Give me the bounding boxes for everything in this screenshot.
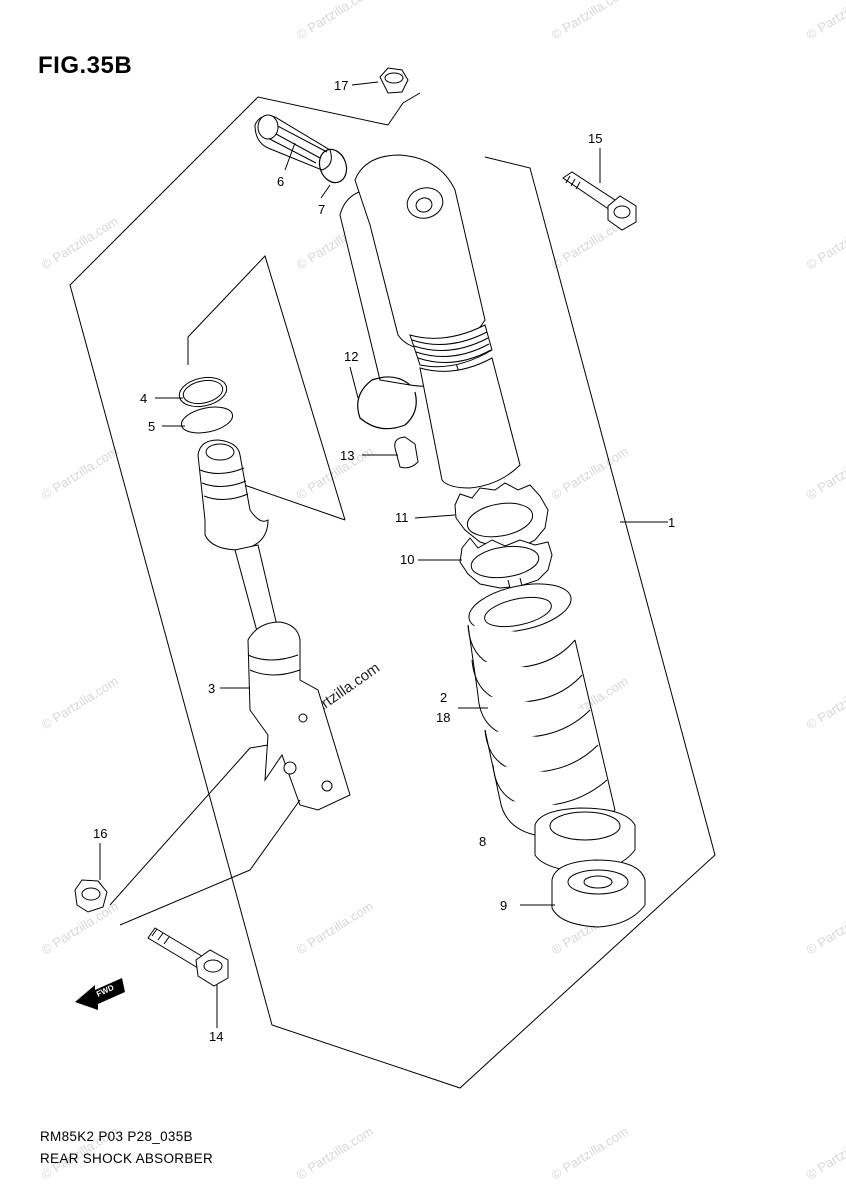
watermark-text: © Partzilla.com — [39, 443, 121, 502]
assembly-outline-1 — [69, 92, 716, 1089]
part-7-ring — [318, 148, 348, 184]
part-2-spring — [467, 583, 616, 837]
callout-1: 1 — [668, 515, 675, 530]
part-17-nut — [379, 67, 409, 94]
callout-13: 13 — [340, 448, 354, 463]
watermark-text: © Partzilla.com — [804, 443, 846, 502]
part-16-nut — [74, 879, 108, 913]
callout-7: 7 — [318, 202, 325, 217]
callout-17: 17 — [334, 78, 348, 93]
watermark-text: © Partzilla.com — [804, 898, 846, 957]
callout-15: 15 — [588, 131, 602, 146]
part-3-rod-assembly — [197, 439, 351, 811]
callout-6: 6 — [277, 174, 284, 189]
watermark-text: © Partzilla.com — [804, 213, 846, 272]
part-9-stopper-plate — [551, 859, 646, 928]
callout-5: 5 — [148, 419, 155, 434]
part-8-spring-seat — [534, 807, 636, 873]
part-13-valve — [394, 436, 419, 469]
part-5-o-ring — [180, 406, 234, 434]
figure-caption: REAR SHOCK ABSORBER — [40, 1151, 213, 1166]
callout-16: 16 — [93, 826, 107, 841]
watermark-text: © Partzilla.com — [294, 0, 376, 43]
watermark-text: © Partzilla.com — [804, 0, 846, 43]
part-11-lock-ring — [454, 482, 549, 549]
fwd-arrow-icon: FWD — [75, 978, 125, 1010]
callout-18: 18 — [436, 710, 450, 725]
watermark-text: © Partzilla.com — [294, 443, 376, 502]
figure-title: FIG.35B — [38, 52, 133, 79]
part-14-bolt — [147, 927, 229, 987]
callout-2: 2 — [440, 690, 447, 705]
callout-4: 4 — [140, 391, 147, 406]
part-15-bolt — [562, 171, 637, 231]
part-6-bump-cap — [254, 114, 332, 171]
callout-labels: 17 15 6 7 12 4 5 13 11 1 10 3 2 18 16 8 … — [93, 78, 675, 1044]
watermark-text: © Partzilla.com — [39, 213, 121, 272]
figure-code: RM85K2 P03 P28_035B — [40, 1129, 193, 1144]
callout-10: 10 — [400, 552, 414, 567]
callout-8: 8 — [479, 834, 486, 849]
watermark-text: © Partzilla.com — [294, 898, 376, 957]
part-10-adjuster-ring — [459, 537, 553, 589]
shock-body-upper — [339, 154, 521, 489]
callout-11: 11 — [395, 510, 409, 525]
watermark-text: © Partzilla.com — [804, 1123, 846, 1182]
callout-9: 9 — [500, 898, 507, 913]
watermark-text: © Partzilla.com — [549, 0, 631, 43]
mount-lines — [109, 744, 301, 926]
part-12-circlip — [357, 376, 417, 430]
callout-3: 3 — [208, 681, 215, 696]
assembly-outline-rod — [187, 255, 346, 521]
leader-lines — [99, 81, 668, 1028]
watermark-text: © Partzilla.com — [294, 1123, 376, 1182]
watermark-text: © Partzilla.com — [549, 443, 631, 502]
callout-14: 14 — [209, 1029, 223, 1044]
part-4-washer — [178, 376, 228, 408]
watermark-text: © Partzilla.com — [39, 673, 121, 732]
watermark-text: © Partzilla.com — [549, 1123, 631, 1182]
watermark-text: © Partzilla.com — [804, 673, 846, 732]
callout-12: 12 — [344, 349, 358, 364]
